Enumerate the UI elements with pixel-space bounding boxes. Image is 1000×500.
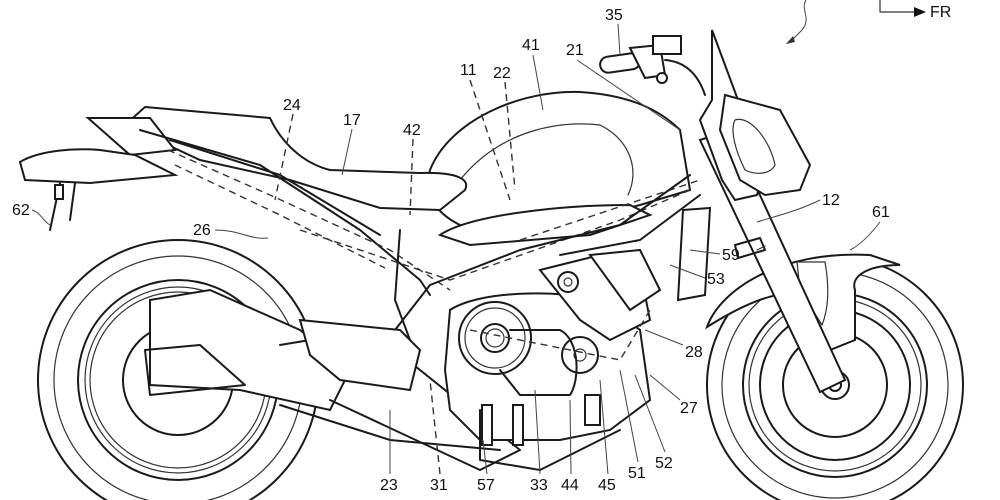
label-57: 57 <box>477 477 495 494</box>
fuel-tank <box>427 90 692 247</box>
rear-suspension <box>676 206 712 302</box>
label-61: 61 <box>872 204 890 221</box>
main-frame <box>298 174 701 392</box>
engine <box>443 248 662 471</box>
label-23: 23 <box>380 477 398 494</box>
label-17: 17 <box>343 112 361 129</box>
label-45: 45 <box>598 477 616 494</box>
label-33: 33 <box>530 477 548 494</box>
direction-label: FR <box>930 4 951 21</box>
label-11: 11 <box>460 62 477 79</box>
headlight-cowl <box>698 29 812 202</box>
handlebar <box>599 35 706 96</box>
label-53: 53 <box>707 271 725 288</box>
label-62: 62 <box>12 202 30 219</box>
label-52: 52 <box>655 455 673 472</box>
label-31: 31 <box>430 477 448 494</box>
label-28: 28 <box>685 344 703 361</box>
label-35: 35 <box>605 7 623 24</box>
label-26: 26 <box>193 222 211 239</box>
label-51: 51 <box>628 465 646 482</box>
front-fender <box>705 253 901 352</box>
reference-labels: 35 41 21 11 22 24 17 42 62 26 12 61 59 5… <box>12 7 890 494</box>
label-21: 21 <box>566 42 584 59</box>
overall-reference-arrow <box>789 0 807 43</box>
label-27: 27 <box>680 400 698 417</box>
label-59: 59 <box>722 247 740 264</box>
label-44: 44 <box>561 477 579 494</box>
label-41: 41 <box>522 37 540 54</box>
seat-tail <box>18 105 701 296</box>
label-12: 12 <box>822 192 840 209</box>
label-22: 22 <box>493 65 511 82</box>
label-24: 24 <box>283 97 301 114</box>
label-42: 42 <box>403 122 421 139</box>
front-direction-indicator: FR <box>879 0 951 21</box>
